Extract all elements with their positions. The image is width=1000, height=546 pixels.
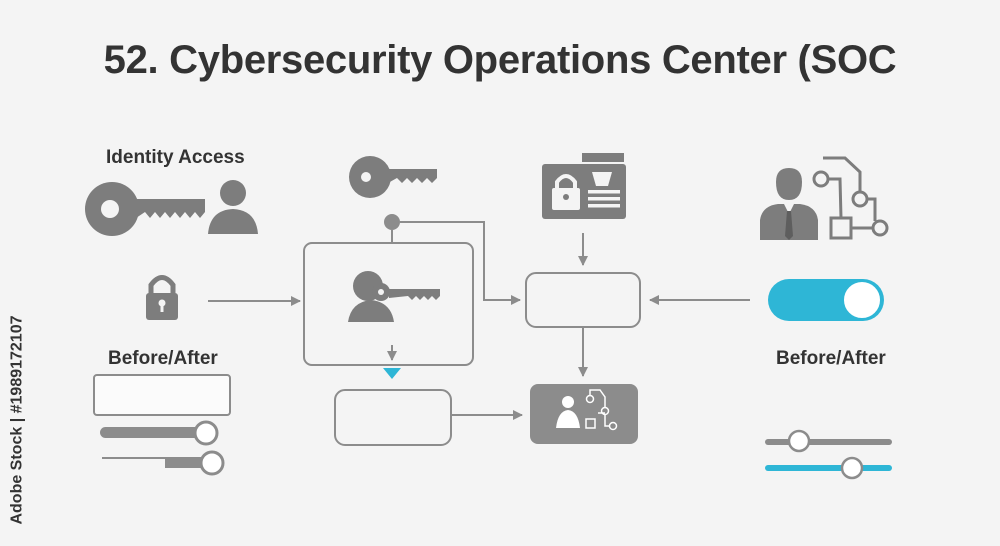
- accent-marker: [383, 368, 401, 379]
- network-nodes-icon: [812, 156, 889, 240]
- key-icon: [349, 156, 437, 198]
- before-after-label-right: Before/After: [776, 348, 886, 369]
- person-with-key-icon: [348, 271, 440, 322]
- before-after-input-box[interactable]: [93, 374, 231, 416]
- identity-access-label: Identity Access: [106, 147, 245, 168]
- businessman-icon: [760, 168, 818, 240]
- right-slider-1[interactable]: [765, 429, 892, 453]
- soc-box: [530, 384, 638, 444]
- before-after-label-left: Before/After: [108, 348, 218, 369]
- right-slider-2[interactable]: [765, 456, 892, 480]
- connector-node: [384, 214, 400, 230]
- process-box: [525, 272, 641, 328]
- lower-process-box: [334, 389, 452, 446]
- key-icon: [85, 182, 205, 236]
- user-icon: [208, 180, 258, 234]
- toggle-switch[interactable]: [768, 279, 884, 321]
- id-badge-lock-icon: [542, 153, 626, 219]
- page-title: 52. Cybersecurity Operations Center (SOC: [103, 38, 897, 82]
- center-identity-box: [303, 242, 474, 366]
- user-network-icon: [556, 389, 618, 431]
- connector-node-to-process-box: [400, 221, 521, 305]
- padlock-icon: [146, 275, 178, 320]
- left-slider-2[interactable]: [102, 450, 225, 476]
- left-slider-1[interactable]: [100, 420, 219, 446]
